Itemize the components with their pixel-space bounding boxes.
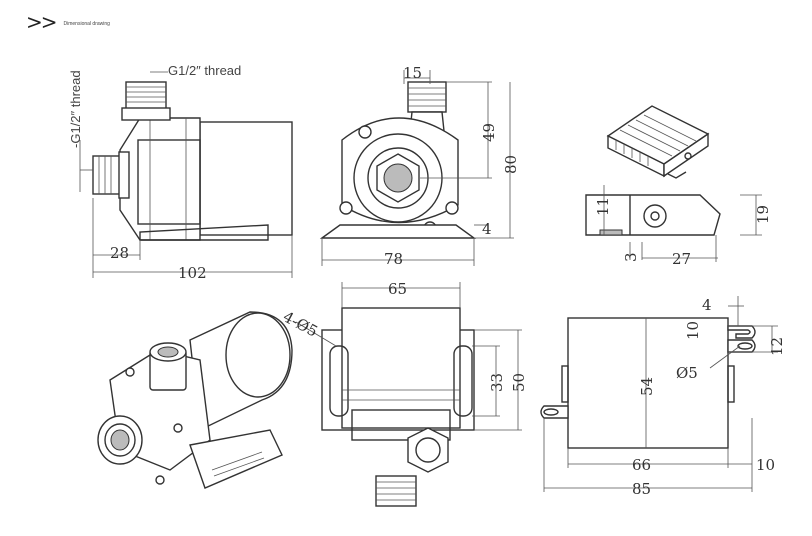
top-outlet-thread [125, 81, 167, 111]
base-dim-inner-length: 66 [632, 456, 651, 474]
bracket-view: 11 3 27 19 [585, 105, 772, 268]
side-view: G1/2″ thread -G1/2″ thread 28 102 [68, 63, 293, 282]
header: >> Dimensional drawing [26, 10, 110, 34]
top-view: 65 4-Ø5 33 50 [280, 280, 528, 507]
bracket-side [585, 194, 721, 236]
side-thread-label: -G1/2″ thread [68, 70, 83, 148]
top-dim-outer: 50 [510, 373, 528, 392]
bracket-dim-slot: 3 [622, 252, 640, 262]
top-dim-inner: 33 [488, 373, 506, 392]
dim-length: 102 [178, 264, 207, 282]
isometric-pump [97, 311, 293, 489]
top-view-outlet [375, 475, 417, 507]
front-base [319, 224, 477, 239]
dim-inlet: 28 [110, 244, 129, 262]
top-view-motor [341, 307, 461, 429]
top-thread-label: G1/2″ thread [168, 63, 241, 78]
base-dim-height: 54 [638, 377, 656, 396]
side-inlet-thread [92, 155, 122, 195]
dim-outlet-offset: 15 [403, 64, 422, 82]
top-view-hex-nut [407, 427, 449, 473]
page-title: Dimensional drawing [63, 21, 110, 27]
outlet-thread [407, 81, 447, 113]
top-dim-width: 65 [388, 280, 407, 298]
base-dim-slot-width: 10 [684, 321, 702, 340]
bracket-dim-height: 11 [594, 197, 612, 216]
dim-base: 4 [482, 220, 492, 238]
double-chevron-icon: >> [26, 10, 57, 34]
dim-width: 78 [384, 250, 403, 268]
front-view: 15 49 80 4 78 [319, 64, 520, 268]
base-dim-slot-length: 12 [768, 337, 786, 356]
base-dim-total-length: 85 [632, 480, 651, 498]
base-view: 4 10 12 Ø5 54 66 10 85 [540, 296, 786, 498]
dim-height: 80 [502, 155, 520, 174]
pump-head [119, 117, 201, 241]
base-dim-offset: 10 [756, 456, 775, 474]
iso-foot [189, 429, 283, 489]
dim-outlet-height: 49 [480, 123, 498, 142]
base-dim-tab: 4 [702, 296, 712, 314]
motor-body [199, 121, 293, 236]
bracket-dim-length: 27 [672, 250, 691, 268]
base-dim-hole: Ø5 [676, 364, 698, 382]
bracket-dim-total-height: 19 [754, 205, 772, 224]
